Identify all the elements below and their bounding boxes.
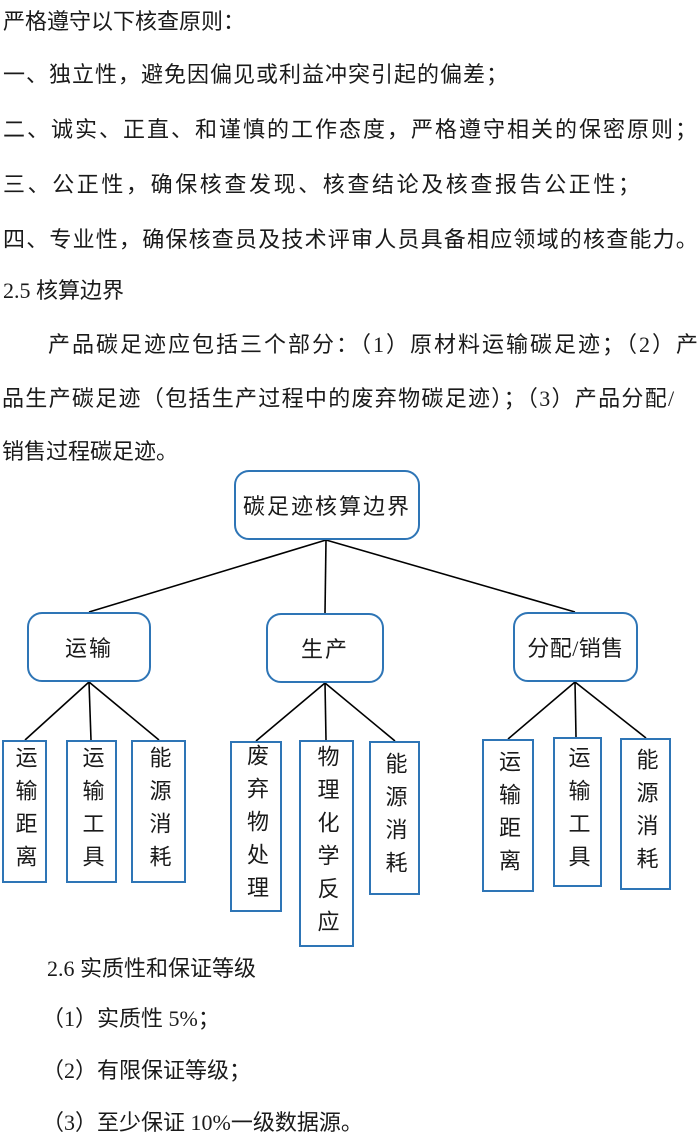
assurance-item-1: （1）实质性 5%； [42,1006,220,1031]
leaf-label: 物理化学反应 [314,744,340,943]
diagram-leaf-waste-treatment: 废弃物处理 [230,741,282,912]
diagram-leaf-distribution-vehicle: 运输工具 [553,737,602,887]
leaf-label: 能源消耗 [382,752,408,884]
connector-line [88,681,92,741]
diagram-node-production: 生产 [266,613,384,683]
boundary-paragraph-line-3: 销售过程碳足迹。 [2,439,179,464]
connector-line [507,681,576,740]
diagram-leaf-distribution-distance: 运输距离 [482,739,534,892]
diagram-leaf-production-energy: 能源消耗 [369,741,420,895]
section-2-5-heading: 2.5 核算边界 [3,278,125,303]
assurance-item-3: （3）至少保证 10%一级数据源。 [42,1110,363,1135]
principle-item-3: 三、公正性，确保核查发现、核查结论及核查报告公正性； [3,172,643,197]
diagram-root-node: 碳足迹核算边界 [234,470,420,540]
assurance-item-2: （2）有限保证等级； [42,1058,252,1083]
diagram-leaf-transport-energy: 能源消耗 [131,740,186,883]
diagram-leaf-distribution-energy: 能源消耗 [620,738,671,890]
connector-line [88,681,160,741]
principle-item-2: 二、诚实、正直、和谨慎的工作态度，严格遵守相关的保密原则； [3,117,700,142]
diagram-leaf-physical-chemical-reaction: 物理化学反应 [299,740,354,947]
boundary-paragraph-line-2: 品生产碳足迹（包括生产过程中的废弃物碳足迹）；（3）产品分配/ [2,386,676,411]
principle-item-1: 一、独立性，避免因偏见或利益冲突引起的偏差； [3,62,510,87]
connector-line [324,539,327,614]
diagram-leaf-transport-distance: 运输距离 [2,740,47,883]
leaf-label: 能源消耗 [633,748,659,880]
diagram-leaf-transport-vehicle: 运输工具 [66,740,117,883]
connector-line [324,682,327,741]
connector-line [325,539,576,613]
boundary-paragraph-line-1: 产品碳足迹应包括三个部分：（1）原材料运输碳足迹；（2）产 [48,332,700,357]
connector-line [24,681,90,741]
connector-line [574,681,577,738]
connector-line [324,682,396,742]
diagram-node-transport: 运输 [27,612,151,682]
diagram-node-distribution-sales: 分配/销售 [513,612,638,682]
leaf-label: 废弃物处理 [244,744,269,909]
connector-line [255,682,326,742]
intro-line: 严格遵守以下核查原则： [3,9,246,34]
connector-line [574,681,647,739]
leaf-label: 能源消耗 [146,745,172,878]
principle-item-4: 四、专业性，确保核查员及技术评审人员具备相应领域的核查能力。 [3,227,700,252]
connector-line [88,539,327,613]
leaf-label: 运输距离 [12,745,38,878]
leaf-label: 运输距离 [496,749,521,882]
leaf-label: 运输工具 [79,745,105,878]
leaf-label: 运输工具 [565,746,591,878]
section-2-6-heading: 2.6 实质性和保证等级 [47,956,257,981]
